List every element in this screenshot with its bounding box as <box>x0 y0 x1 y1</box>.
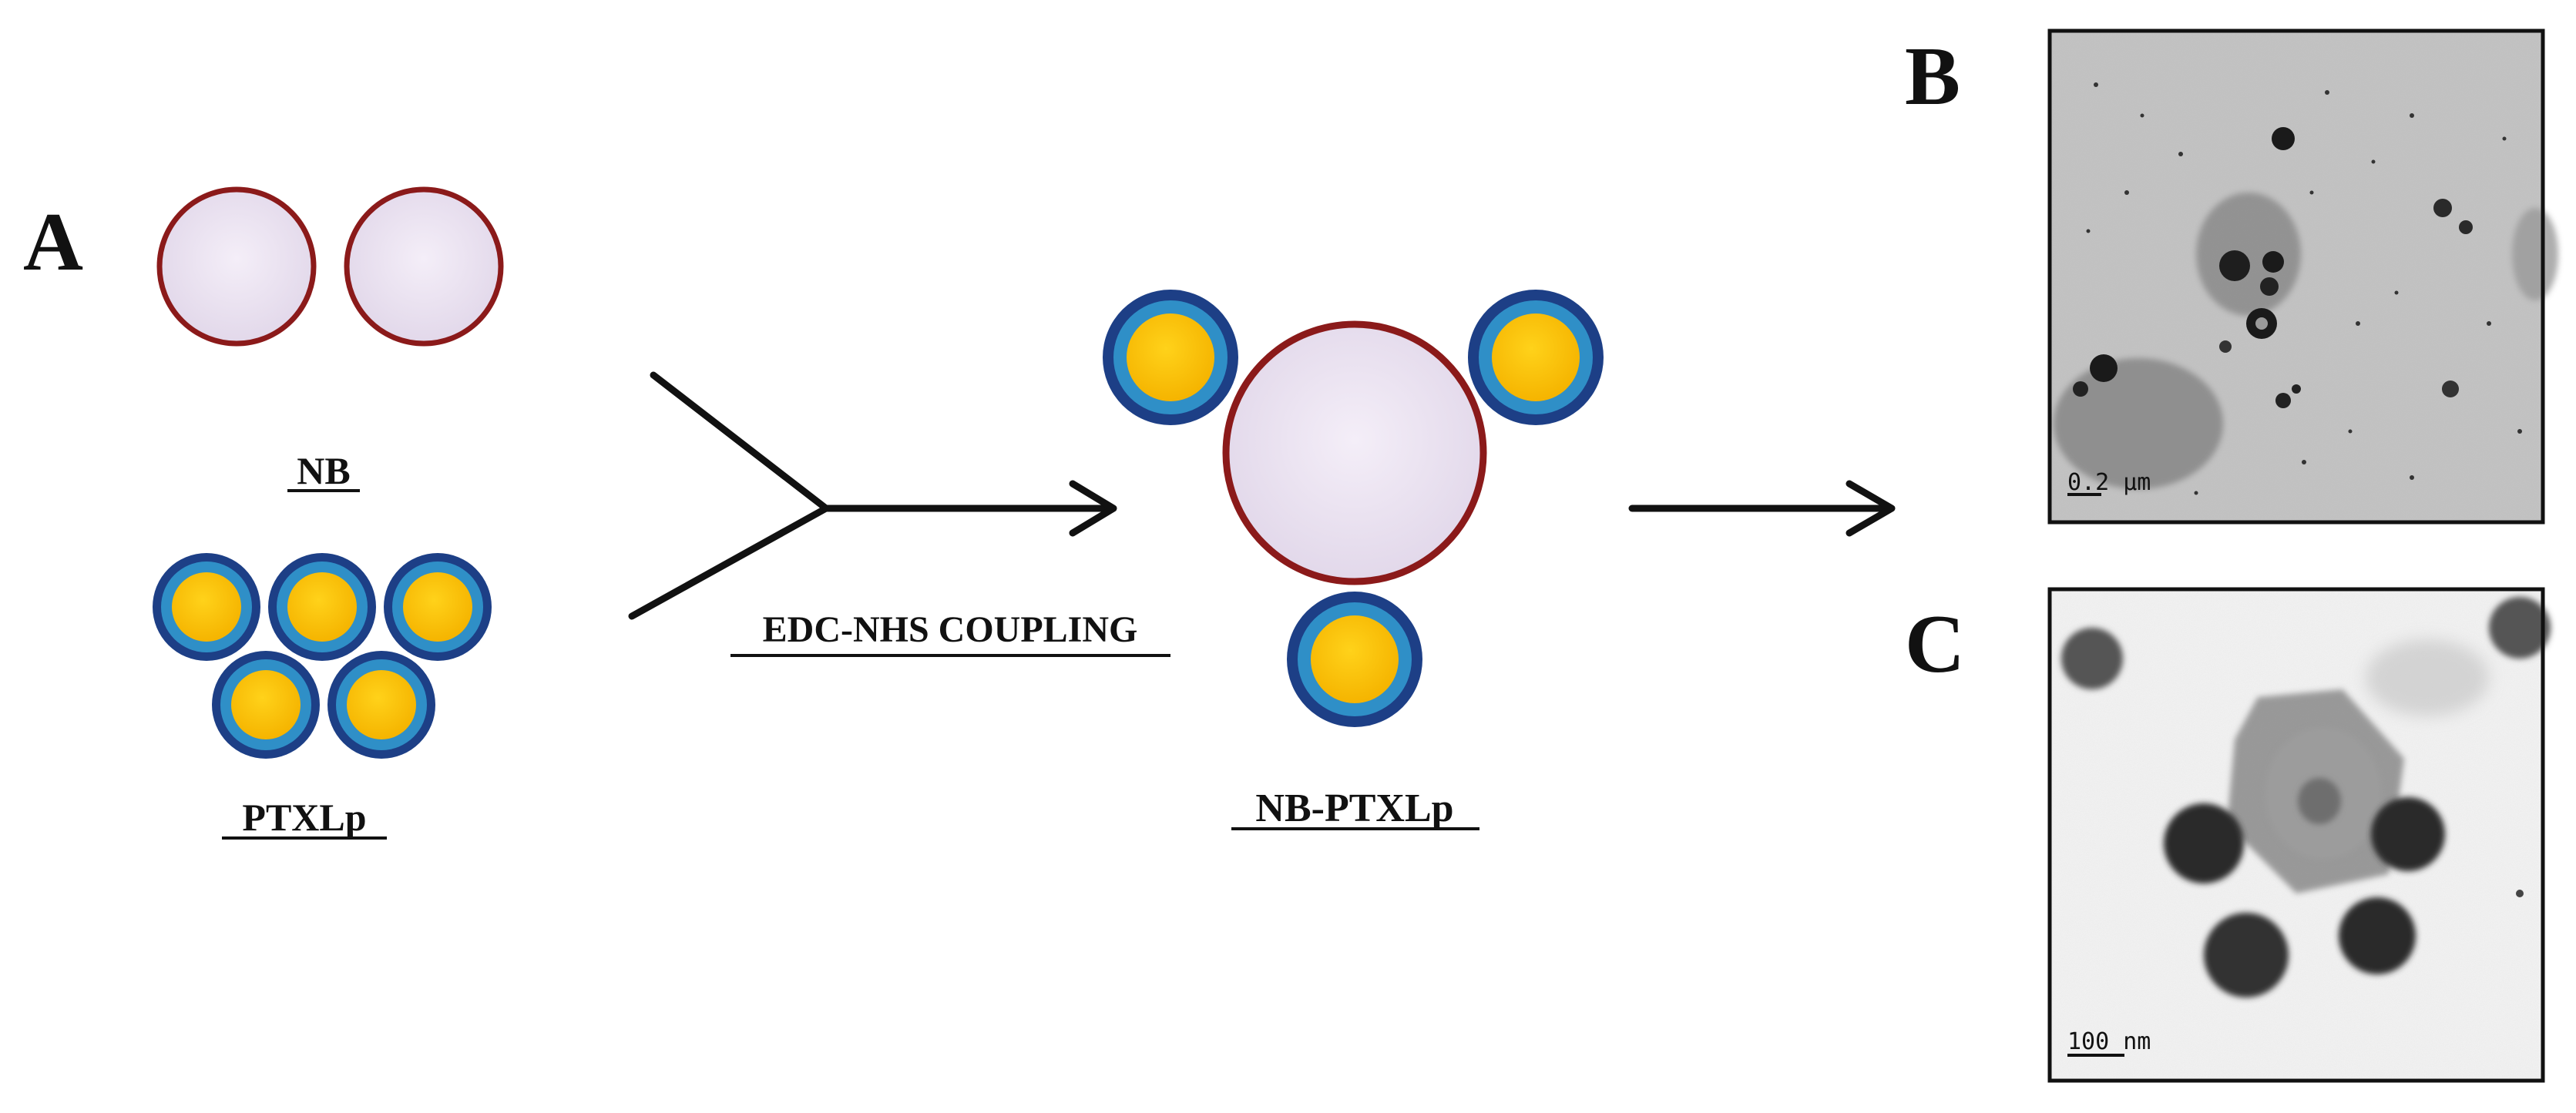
liposome <box>384 553 492 661</box>
liposome <box>327 651 435 759</box>
liposome-cluster <box>153 553 492 759</box>
micrograph-c: 100 nm <box>2047 587 2551 1083</box>
ptxlp-label: PTXLp <box>242 796 366 839</box>
liposome <box>268 553 376 661</box>
scale-label: 0.2 µm <box>2067 469 2151 496</box>
conjugate <box>1103 290 1604 727</box>
nanobubble <box>1222 320 1487 585</box>
scale-label: 100 nm <box>2067 1028 2151 1055</box>
result-arrow <box>1628 480 1896 537</box>
nanobubble <box>156 186 317 347</box>
nb-label: NB <box>297 449 350 492</box>
panel-c-letter: C <box>1905 598 1965 690</box>
panel-a-letter: A <box>23 196 83 288</box>
coupling-label: EDC-NHS COUPLING <box>763 609 1138 650</box>
liposome <box>153 553 260 661</box>
coupling-arrow <box>628 371 1117 620</box>
conjugate-label: NB-PTXLp <box>1255 786 1453 830</box>
liposome <box>1287 592 1422 727</box>
micrograph-b: 0.2 µm <box>2047 28 2558 525</box>
nanobubble <box>344 186 504 347</box>
panel-b-letter: B <box>1905 31 1960 122</box>
liposome <box>1468 290 1604 425</box>
liposome <box>212 651 320 759</box>
liposome <box>1103 290 1238 425</box>
nb-pair <box>156 186 504 347</box>
